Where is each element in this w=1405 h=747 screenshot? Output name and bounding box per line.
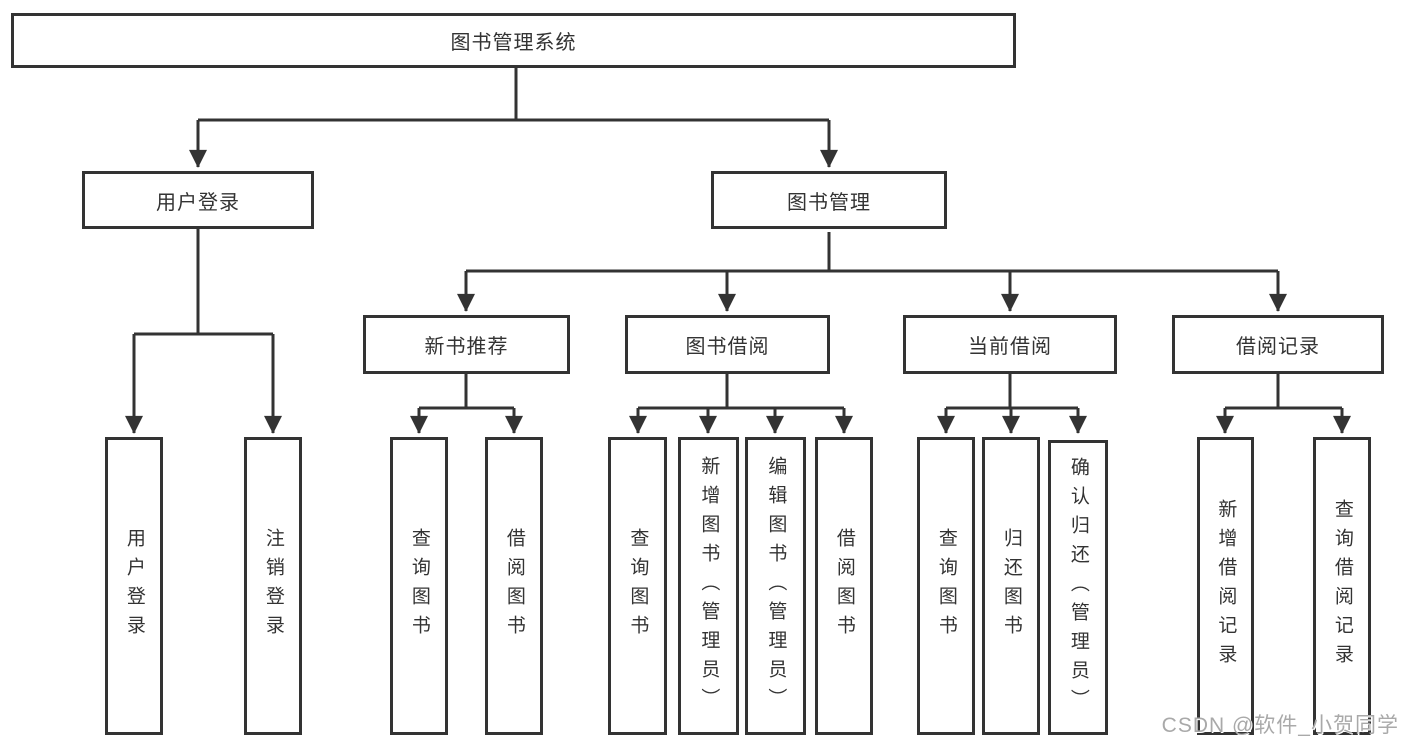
node-user-login-label: 用户登录 [156,191,240,214]
csdn-watermark: CSDN @软件_小贺同学 [1161,714,1399,737]
leaf-query-books-current: 查询图书 [917,437,975,735]
leaf-borrow-books-recommend-label: 借阅图书 [503,528,525,644]
leaf-user-login-label: 用户登录 [123,528,145,644]
leaf-confirm-return-admin: 确认归还（管理员） [1048,440,1108,735]
leaf-logout-label: 注销登录 [262,528,284,644]
leaf-borrow-books-label: 借阅图书 [833,528,855,644]
node-book-borrowing: 图书借阅 [625,315,830,374]
leaf-query-books-recommend: 查询图书 [390,437,448,735]
leaf-add-books-admin-label: 新增图书（管理员） [698,455,720,717]
node-borrowing-records: 借阅记录 [1172,315,1384,374]
leaf-confirm-return-admin-label: 确认归还（管理员） [1067,457,1089,718]
node-root-system: 图书管理系统 [11,13,1016,68]
leaf-query-books-current-label: 查询图书 [935,528,957,644]
leaf-add-books-admin: 新增图书（管理员） [678,437,739,735]
node-root-label: 图书管理系统 [450,32,577,54]
leaf-add-borrow-record-label: 新增借阅记录 [1215,499,1237,673]
leaf-return-books-label: 归还图书 [1000,528,1022,644]
node-book-borrowing-label: 图书借阅 [685,336,770,358]
leaf-query-borrow-record: 查询借阅记录 [1313,437,1371,735]
branch-segments [134,68,1342,410]
node-current-borrowing-label: 当前借阅 [968,336,1052,358]
node-borrowing-records-label: 借阅记录 [1236,336,1320,358]
node-new-book-recommend: 新书推荐 [363,315,570,374]
leaf-borrow-books: 借阅图书 [815,437,873,735]
leaf-return-books: 归还图书 [982,437,1040,735]
node-new-book-recommend-label: 新书推荐 [424,336,509,358]
leaf-query-books-recommend-label: 查询图书 [408,528,430,644]
node-book-management: 图书管理 [711,171,947,229]
leaf-add-borrow-record: 新增借阅记录 [1197,437,1254,735]
leaf-edit-books-admin-label: 编辑图书（管理员） [765,455,787,717]
node-user-login: 用户登录 [82,171,314,229]
leaf-edit-books-admin: 编辑图书（管理员） [745,437,806,735]
leaf-borrow-books-recommend: 借阅图书 [485,437,543,735]
leaf-query-books-borrowing: 查询图书 [608,437,667,735]
leaf-query-borrow-record-label: 查询借阅记录 [1331,499,1353,673]
node-current-borrowing: 当前借阅 [903,315,1117,374]
leaf-query-books-borrowing-label: 查询图书 [627,528,649,644]
leaf-user-login: 用户登录 [105,437,163,735]
arrow-drops [125,120,1351,434]
node-book-management-label: 图书管理 [787,191,871,214]
leaf-logout: 注销登录 [244,437,302,735]
